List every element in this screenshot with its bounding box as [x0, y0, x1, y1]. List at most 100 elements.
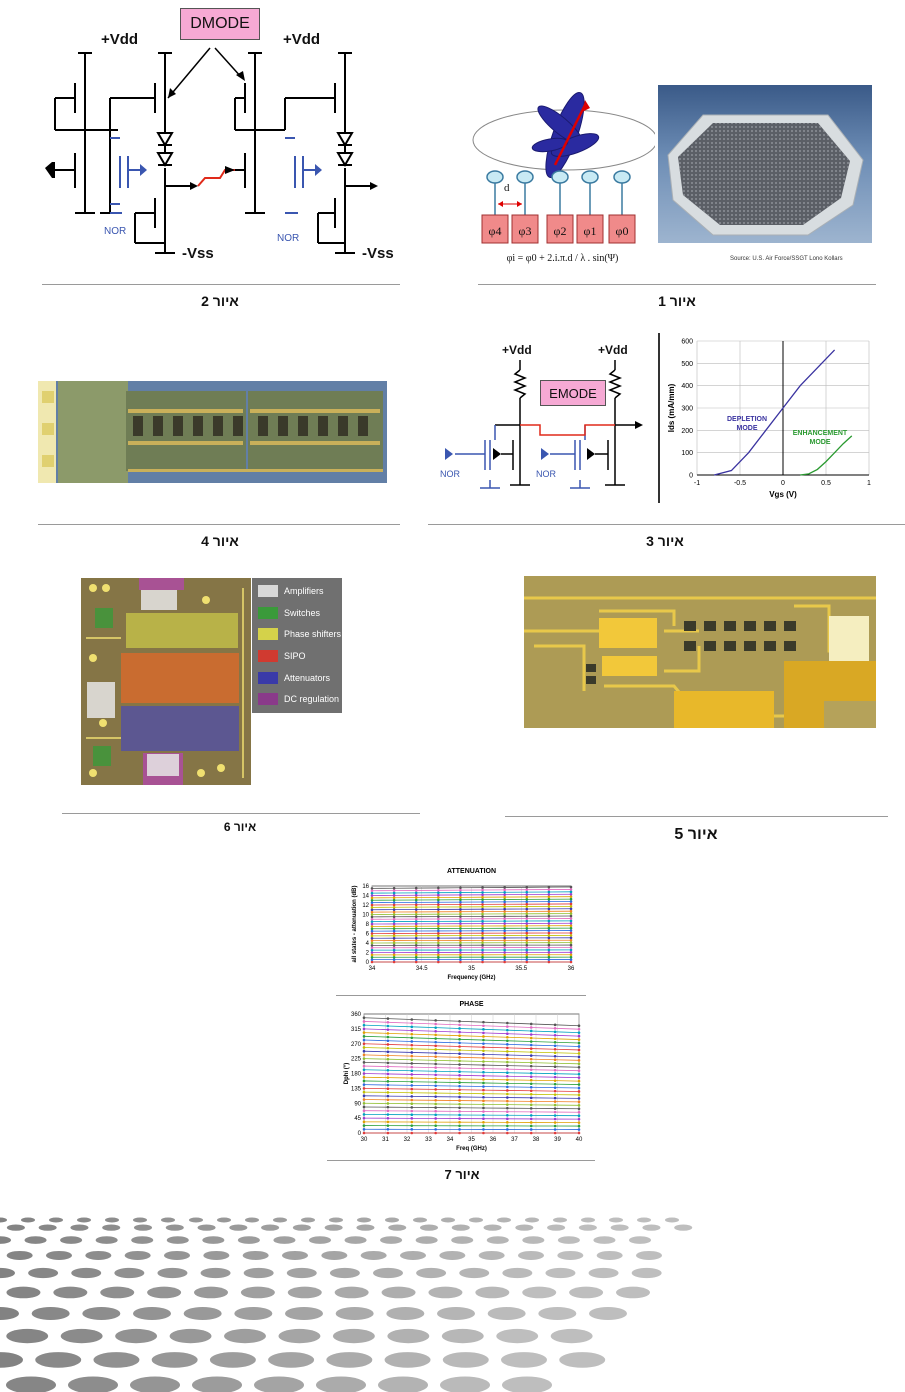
state-point [553, 1100, 557, 1103]
state-point [525, 919, 529, 923]
dot [388, 1224, 407, 1231]
state-point [434, 1044, 437, 1048]
state-point [392, 905, 396, 909]
state-point [434, 1040, 437, 1044]
state-point [577, 1048, 581, 1052]
dot [400, 1250, 426, 1260]
state-line-13 [371, 930, 572, 932]
state-point [482, 1045, 485, 1049]
dot [475, 1286, 510, 1299]
dot [24, 1236, 47, 1244]
state-point [577, 1069, 581, 1073]
state-point [386, 1091, 390, 1094]
state-point [577, 1055, 581, 1059]
dot [442, 1352, 489, 1368]
state-point [553, 1075, 557, 1079]
x-tick-label: 34 [447, 1137, 454, 1143]
state-point [410, 1128, 414, 1131]
state-point [525, 910, 529, 913]
dot [287, 1286, 322, 1299]
state-point [503, 958, 506, 961]
dot [642, 1224, 661, 1231]
state-line-5 [363, 1114, 580, 1117]
dot [547, 1224, 566, 1231]
state-point [547, 900, 551, 903]
state-point [434, 1048, 437, 1051]
state-point [459, 953, 462, 957]
state-point [569, 892, 573, 896]
dot [6, 1286, 41, 1299]
dot [229, 1224, 248, 1231]
state-point [482, 1124, 485, 1128]
state-point [481, 924, 484, 928]
state-point [577, 1093, 581, 1097]
state-point [362, 1064, 366, 1068]
state-point [370, 917, 374, 921]
state-point [577, 1041, 581, 1045]
state-point [553, 1114, 557, 1117]
state-point [386, 1017, 390, 1020]
x-tick-label: 34 [369, 966, 376, 972]
photo-source: Source: U.S. Air Force/SSGT Lono Kollars [730, 256, 843, 262]
dot [202, 1236, 225, 1244]
state-point [553, 1023, 557, 1027]
state-point [362, 1127, 366, 1131]
state-point [553, 1034, 557, 1037]
state-point [458, 1019, 461, 1023]
state-line-14 [371, 927, 572, 930]
nor-label-fig3-left: NOR [440, 469, 460, 479]
state-point [362, 1042, 366, 1046]
dot [384, 1352, 431, 1368]
state-point [577, 1065, 581, 1069]
state-point [481, 943, 484, 947]
state-point [410, 1124, 414, 1127]
state-point [569, 958, 573, 961]
dot [593, 1236, 616, 1244]
state-point [370, 887, 374, 890]
state-point [410, 1054, 414, 1058]
state-line-19 [371, 915, 572, 918]
state-point [569, 931, 573, 935]
state-point [392, 915, 396, 919]
state-point [547, 943, 551, 947]
x-axis-label: Vgs (V) [769, 490, 797, 499]
d-label: d [504, 182, 510, 194]
state-line-19 [363, 1061, 580, 1068]
state-point [362, 1020, 366, 1023]
state-point [529, 1089, 533, 1093]
dot [282, 1250, 308, 1260]
dot [478, 1250, 505, 1260]
state-point [506, 1053, 509, 1057]
state-point [569, 941, 573, 944]
dot [518, 1250, 544, 1260]
state-point [529, 1085, 533, 1089]
dot [130, 1376, 180, 1392]
y-tick-label: 225 [351, 1057, 362, 1063]
fig3-divider [658, 333, 660, 503]
state-point [437, 934, 440, 938]
state-point [437, 891, 440, 894]
dot [538, 1307, 577, 1321]
state-point [410, 1106, 414, 1109]
state-point [569, 919, 573, 923]
state-point [547, 922, 551, 925]
x-tick-label: 1 [867, 480, 871, 487]
state-point [459, 941, 462, 945]
state-point [458, 1088, 461, 1092]
state-point [362, 1016, 366, 1020]
state-point [525, 951, 529, 954]
state-point [506, 1121, 509, 1124]
state-point [414, 929, 418, 933]
dot [31, 1307, 70, 1321]
state-point [577, 1034, 581, 1038]
state-point [434, 1055, 437, 1059]
state-point [569, 960, 573, 964]
dot [316, 1376, 366, 1392]
state-point [370, 929, 374, 933]
state-line-14 [363, 1080, 580, 1085]
dot [522, 1236, 545, 1244]
y-tick-label: 300 [681, 406, 693, 413]
state-point [482, 1020, 485, 1024]
state-point [392, 936, 396, 940]
